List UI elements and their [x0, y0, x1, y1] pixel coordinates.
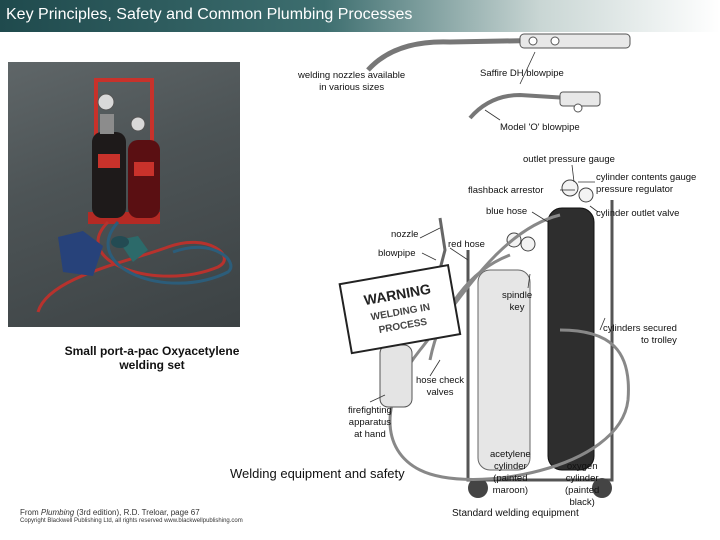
page-title: Key Principles, Safety and Common Plumbi… — [6, 6, 413, 23]
label-spindle-key: spindle key — [502, 290, 533, 313]
label-blowpipe: blowpipe — [378, 248, 416, 259]
source-book: Plumbing — [40, 508, 75, 517]
label-cylinder-outlet-valve: cylinder outlet valve — [596, 208, 680, 219]
oxygen-cylinder-drawing — [547, 207, 595, 471]
source-citation: From Plumbing (3rd edition), R.D. Treloa… — [20, 508, 200, 517]
label-blue-hose: blue hose — [486, 206, 528, 217]
label-saffire-blowpipe: Saffire DH blowpipe — [480, 68, 564, 79]
copyright-notice: Copyright Blackwell Publishing Ltd, all … — [20, 518, 243, 524]
caption-main: Welding equipment and safety — [230, 466, 405, 481]
title-bar: Key Principles, Safety and Common Plumbi… — [0, 0, 720, 32]
label-model-o-blowpipe: Model 'O' blowpipe — [500, 122, 580, 133]
saffire-blowpipe-drawing — [366, 33, 631, 72]
label-welding-nozzles: welding nozzles available in various siz… — [298, 70, 406, 93]
label-red-hose: red hose — [448, 239, 485, 250]
label-cylinder-contents-gauge: cylinder contents gauge pressure regulat… — [596, 172, 697, 195]
source-prefix: From — [20, 508, 41, 517]
label-cylinders-secured: cylinders secured to trolley — [603, 323, 677, 346]
warning-sign: WARNING WELDING IN PROCESS — [338, 263, 462, 355]
source-edition: (3rd edition), R.D. Treloar, page 67 — [74, 508, 200, 517]
label-acetylene-cylinder: acetylene cylinder (painted maroon) — [490, 449, 531, 496]
port-a-pac-photo — [8, 62, 240, 327]
label-flashback-arrestor: flashback arrestor — [468, 185, 544, 196]
caption-small-set: Small port-a-pac Oxyacetylene welding se… — [64, 344, 240, 372]
label-firefighting: firefighting apparatus at hand — [348, 405, 392, 440]
label-standard-welding: Standard welding equipment — [452, 508, 579, 519]
label-oxygen-cylinder: oxygen cylinder (painted black) — [565, 461, 600, 508]
acetylene-cylinder-drawing — [477, 269, 531, 471]
model-o-blowpipe-drawing — [468, 91, 601, 120]
label-nozzle: nozzle — [391, 229, 419, 240]
label-outlet-pressure-gauge: outlet pressure gauge — [523, 154, 615, 165]
label-hose-check-valves: hose check valves — [416, 375, 465, 398]
